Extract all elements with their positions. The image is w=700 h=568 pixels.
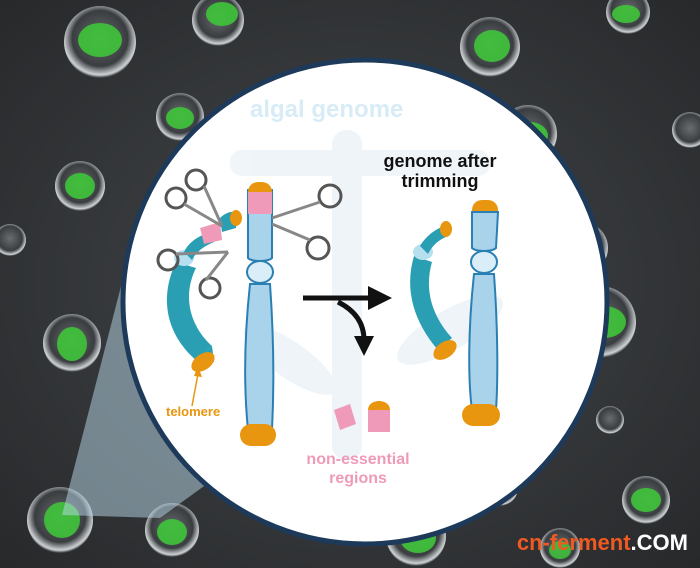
nonessential-line: regions bbox=[329, 470, 387, 487]
discard-arrow bbox=[336, 299, 374, 356]
scissors-icon bbox=[164, 168, 224, 228]
after-trimming-line: genome after bbox=[383, 151, 497, 171]
telomere-pointer bbox=[191, 366, 202, 407]
algae-cell bbox=[55, 161, 105, 211]
trimmed-bent-chromosome bbox=[410, 221, 457, 360]
telomere-label: telomere bbox=[166, 404, 221, 419]
algae-cell bbox=[192, 0, 244, 46]
scissors-icon bbox=[271, 183, 343, 261]
nonessential-line: non-essential bbox=[306, 451, 410, 468]
after-trimming-line: trimming bbox=[401, 171, 479, 191]
trimmed-long-chromosome bbox=[462, 200, 500, 426]
algae-cell bbox=[64, 6, 136, 78]
watermark-suffix: .COM bbox=[630, 530, 688, 555]
bent-chromosome-left bbox=[166, 210, 242, 372]
algae-cell bbox=[606, 0, 650, 34]
nonessential-fragment bbox=[368, 401, 390, 432]
watermark-main: cn-ferment bbox=[516, 530, 631, 555]
algae-cell bbox=[672, 112, 700, 148]
telomere-cap bbox=[462, 404, 500, 426]
centromere bbox=[246, 260, 274, 284]
algae-cell bbox=[596, 406, 624, 434]
cut-segment bbox=[200, 222, 222, 244]
scissors-icon bbox=[156, 248, 230, 300]
algae-cell bbox=[460, 17, 520, 77]
trimming-arrow bbox=[303, 286, 392, 310]
algae-cell bbox=[43, 314, 101, 372]
cut-segment bbox=[248, 192, 272, 214]
telomere-cap bbox=[240, 424, 276, 446]
nonessential-fragment bbox=[334, 404, 356, 430]
centromere bbox=[470, 250, 498, 274]
diagram-title: algal genome bbox=[250, 96, 404, 123]
chromosome-left-long bbox=[240, 182, 276, 446]
after-trimming-label: genome after trimming bbox=[365, 151, 515, 191]
algae-cell bbox=[0, 224, 26, 256]
algae-cell bbox=[622, 476, 670, 524]
algae-cell bbox=[540, 528, 580, 568]
telomere-cap bbox=[191, 352, 215, 372]
algae-cell bbox=[156, 93, 204, 141]
nonessential-label: non-essential regions bbox=[288, 450, 428, 488]
site-watermark: cn-ferment.COM bbox=[517, 530, 688, 556]
telomere-cap bbox=[433, 340, 457, 360]
